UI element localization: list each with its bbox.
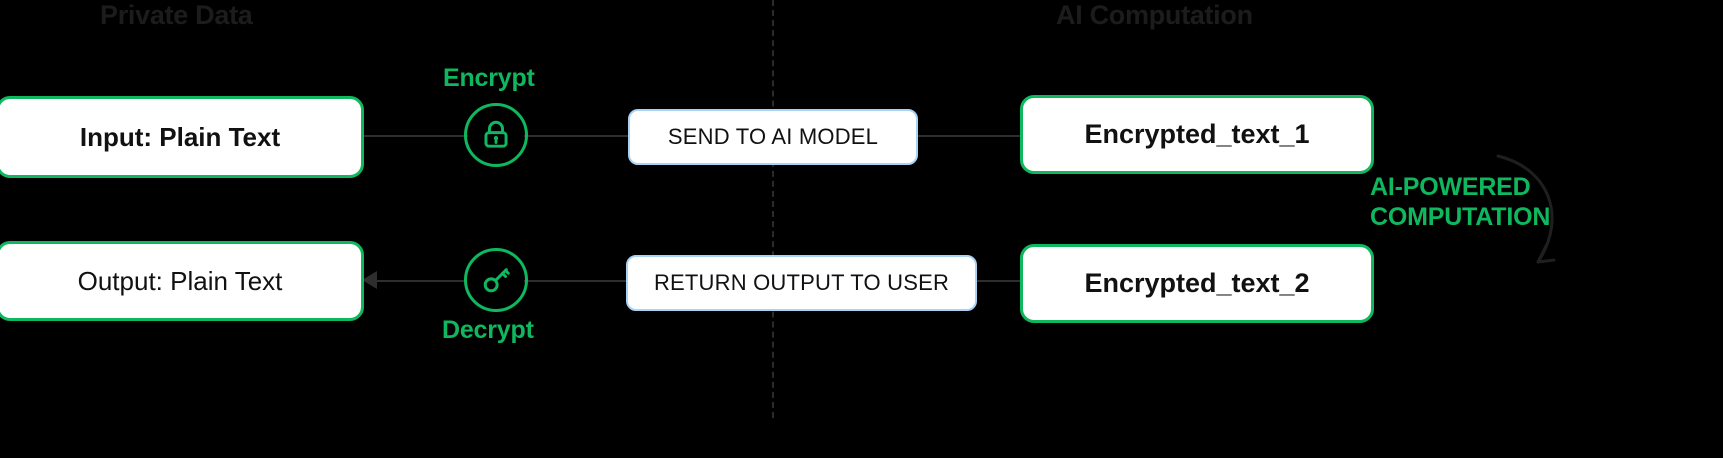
box-output-plain-text: Output: Plain Text — [0, 241, 364, 321]
connector-line-input-to-encrypt — [362, 135, 468, 137]
key-icon — [483, 268, 510, 293]
encrypt-icon-badge — [464, 103, 528, 167]
box-encrypted-text-1: Encrypted_text_1 — [1020, 95, 1374, 174]
box-return-output-to-user: RETURN OUTPUT TO USER — [626, 255, 977, 311]
connector-line-return-to-decrypt — [524, 280, 630, 282]
box-send-to-ai-model: SEND TO AI MODEL — [628, 109, 918, 165]
ai-computation-line-2: COMPUTATION — [1370, 202, 1551, 231]
box-encrypted-text-2: Encrypted_text_2 — [1020, 244, 1374, 323]
connector-line-encrypted2-to-return — [973, 280, 1023, 282]
lock-icon — [484, 120, 508, 148]
arrowhead-to-output — [362, 271, 377, 289]
step-label-decrypt: Decrypt — [442, 316, 534, 344]
connector-line-encrypt-to-send — [524, 135, 632, 137]
column-header-ai-computation: AI Computation — [1056, 0, 1253, 30]
connector-line-send-to-encrypted1 — [914, 135, 1024, 137]
connector-line-decrypt-to-output — [376, 280, 466, 282]
ai-computation-line-1: AI-POWERED — [1370, 173, 1531, 201]
box-input-plain-text: Input: Plain Text — [0, 96, 364, 178]
ai-computation-curved-arrow — [1496, 154, 1556, 264]
vertical-divider — [772, 0, 774, 418]
ai-powered-computation-label: AI-POWERED COMPUTATION — [1370, 173, 1723, 232]
decrypt-icon-badge — [464, 248, 528, 312]
column-header-private-data: Private Data — [100, 0, 253, 30]
step-label-encrypt: Encrypt — [443, 64, 535, 92]
